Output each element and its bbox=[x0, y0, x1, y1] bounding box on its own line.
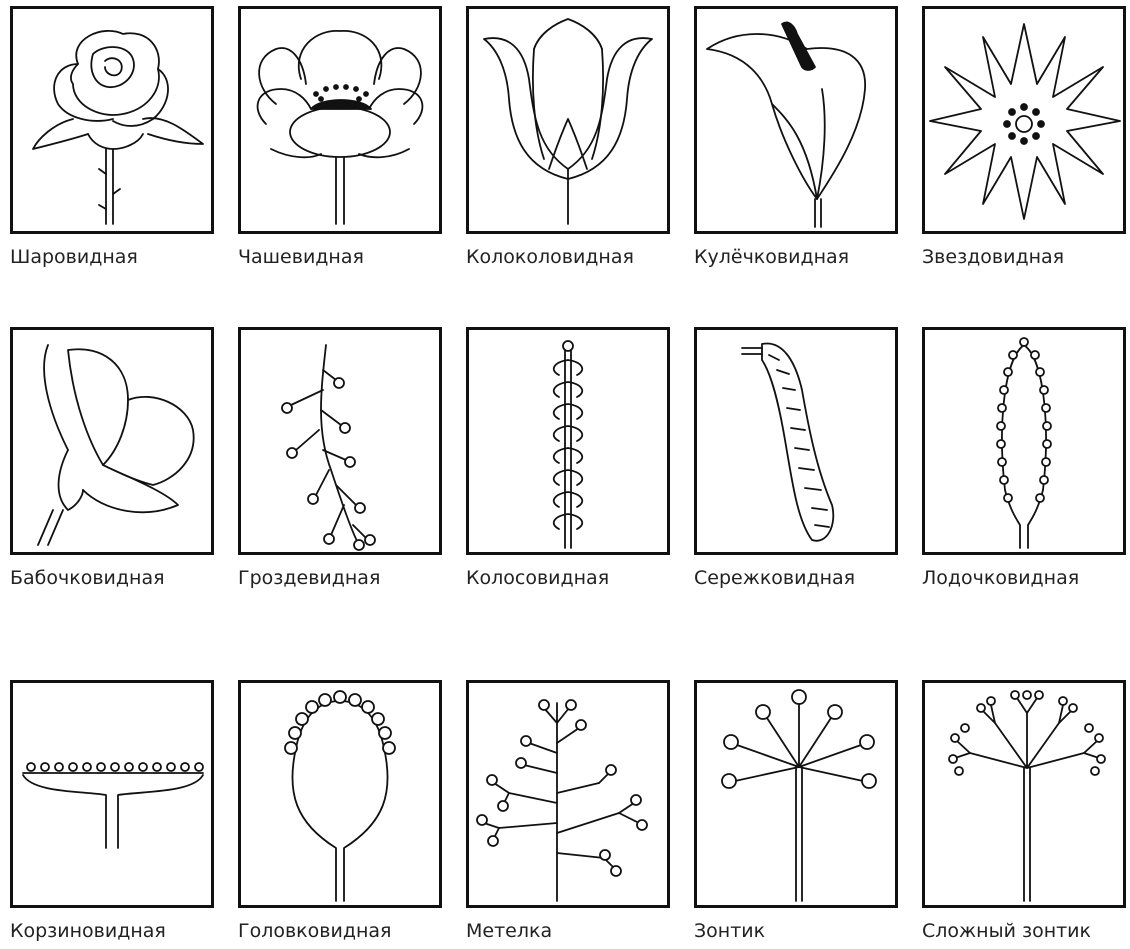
caption: Гроздевидная bbox=[238, 567, 380, 589]
caption: Сложный зонтик bbox=[922, 920, 1091, 942]
caption: Корзиновидная bbox=[10, 920, 166, 942]
umbel-illustration bbox=[694, 680, 898, 908]
head-illustration bbox=[238, 680, 442, 908]
caption: Зонтик bbox=[694, 920, 765, 942]
calla-illustration bbox=[694, 6, 898, 234]
panicle-illustration bbox=[466, 680, 670, 908]
caption: Бабочковидная bbox=[10, 567, 165, 589]
caption: Лодочковидная bbox=[922, 567, 1079, 589]
star-flower-illustration bbox=[922, 6, 1126, 234]
caption: Колосовидная bbox=[466, 567, 609, 589]
spadix-illustration bbox=[922, 327, 1126, 555]
caption: Головковидная bbox=[238, 920, 391, 942]
raceme-illustration bbox=[238, 327, 442, 555]
caption: Звездовидная bbox=[922, 246, 1064, 268]
spike-illustration bbox=[466, 327, 670, 555]
caption: Кулёчковидная bbox=[694, 246, 849, 268]
pea-flower-illustration bbox=[10, 327, 214, 555]
compound-umbel-illustration bbox=[922, 680, 1126, 908]
caption: Чашевидная bbox=[238, 246, 364, 268]
caption: Колоколовидная bbox=[466, 246, 634, 268]
bell-flower-illustration bbox=[466, 6, 670, 234]
catkin-illustration bbox=[694, 327, 898, 555]
cup-flower-illustration bbox=[238, 6, 442, 234]
caption: Шаровидная bbox=[10, 246, 138, 268]
caption: Метелка bbox=[466, 920, 552, 942]
capitulum-illustration bbox=[10, 680, 214, 908]
rose-illustration bbox=[10, 6, 214, 234]
caption: Сережковидная bbox=[694, 567, 855, 589]
